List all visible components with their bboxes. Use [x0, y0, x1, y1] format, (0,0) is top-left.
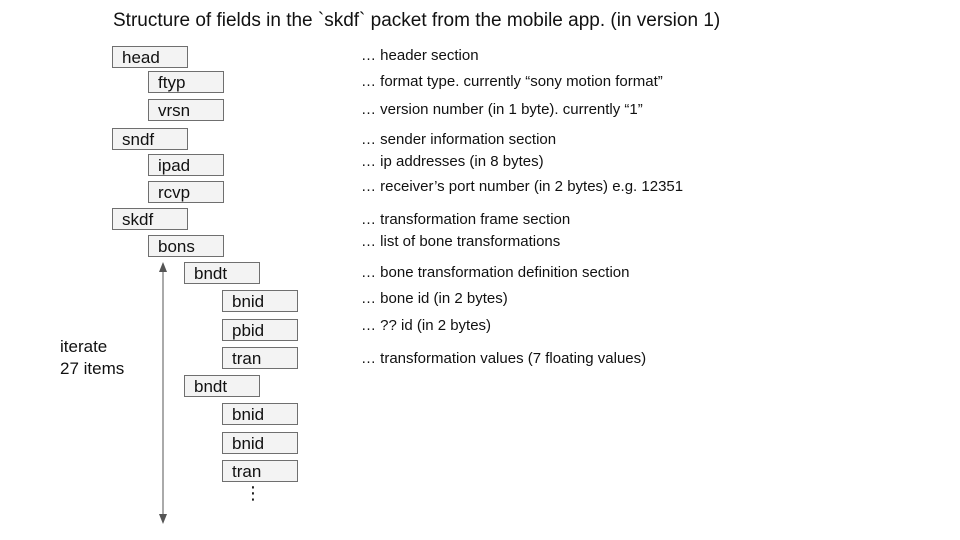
desc-ftyp: … format type. currently “sony motion fo… — [361, 73, 663, 90]
iterate-label-line1: iterate — [60, 337, 108, 356]
field-bnid-box-3: bnid — [222, 432, 298, 454]
desc-pbid: … ?? id (in 2 bytes) — [361, 317, 492, 334]
desc-tran: … transformation values (7 floating valu… — [361, 350, 647, 367]
field-ipad-box: ipad — [148, 154, 224, 176]
field-bons-box: bons — [148, 235, 224, 257]
desc-ipad: … ip addresses (in 8 bytes) — [361, 153, 544, 170]
field-vrsn-box: vrsn — [148, 99, 224, 121]
desc-bons: … list of bone transformations — [361, 233, 561, 250]
desc-bndt: … bone transformation definition section — [361, 264, 630, 281]
field-bndt-box: bndt — [184, 262, 260, 284]
field-bndt-box-2: bndt — [184, 375, 260, 397]
desc-skdf: … transformation frame section — [361, 211, 571, 228]
field-tran-box-2: tran — [222, 460, 298, 482]
field-head-box: head — [112, 46, 188, 68]
desc-sndf: … sender information section — [361, 131, 557, 148]
field-sndf-box: sndf — [112, 128, 188, 150]
desc-head: … header section — [361, 47, 479, 64]
field-rcvp-box: rcvp — [148, 181, 224, 203]
field-skdf-box: skdf — [112, 208, 188, 230]
desc-bnid: … bone id (in 2 bytes) — [361, 290, 508, 307]
field-bnid-box: bnid — [222, 290, 298, 312]
field-tran-box: tran — [222, 347, 298, 369]
desc-rcvp: … receiver’s port number (in 2 bytes) e.… — [361, 178, 684, 195]
field-pbid-box: pbid — [222, 319, 298, 341]
iterate-label-line2: 27 items — [60, 359, 125, 378]
diagram-title: Structure of fields in the `skdf` packet… — [113, 10, 721, 31]
desc-vrsn: … version number (in 1 byte). currently … — [361, 101, 643, 118]
field-ftyp-box: ftyp — [148, 71, 224, 93]
iterate-label: iterate 27 items — [60, 336, 124, 380]
field-bnid-box-2: bnid — [222, 403, 298, 425]
